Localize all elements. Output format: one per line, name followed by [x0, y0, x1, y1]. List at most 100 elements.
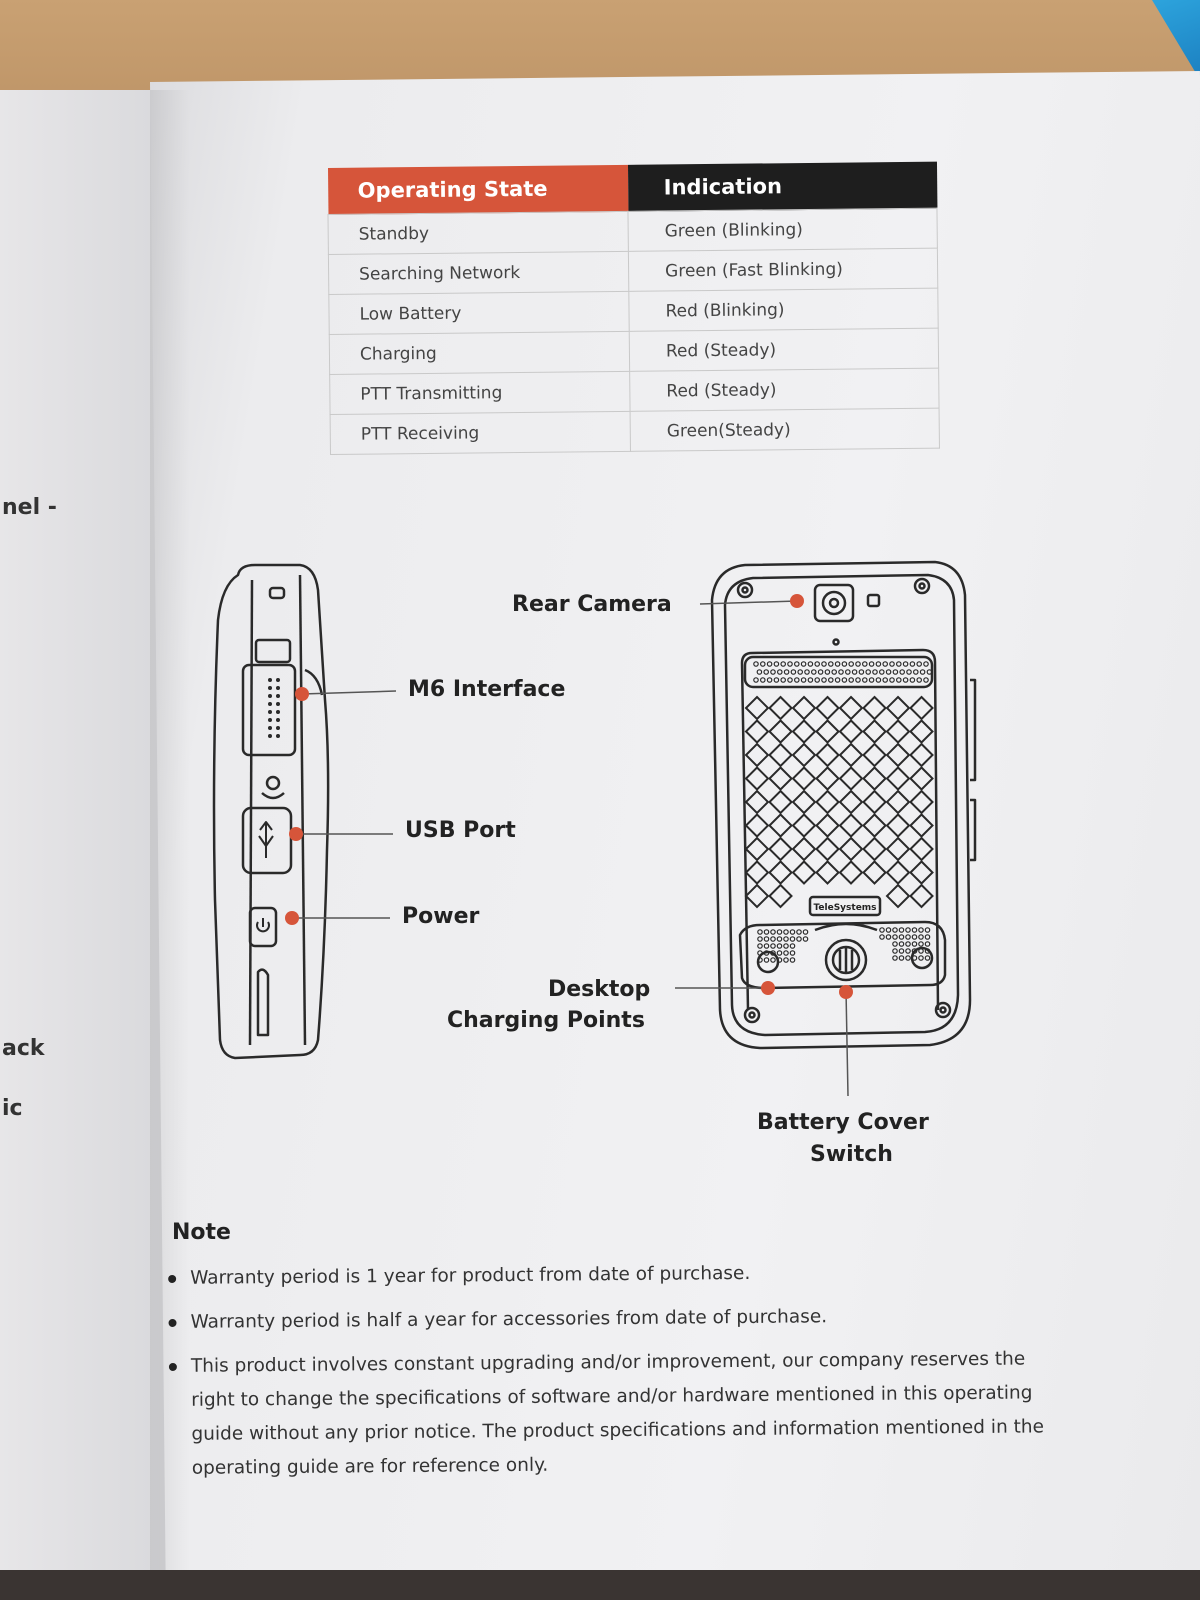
- speaker-hole: [918, 927, 924, 933]
- speaker-hole: [865, 669, 872, 675]
- speaker-hole: [776, 957, 783, 963]
- grip-diamond: [909, 813, 934, 838]
- grip-diamond: [862, 695, 887, 721]
- speaker-hole: [770, 943, 776, 949]
- speaker-hole: [831, 669, 838, 675]
- grip-diamond: [815, 836, 840, 862]
- speaker-hole: [918, 948, 924, 954]
- speaker-hole: [916, 677, 923, 683]
- grip-diamond: [909, 766, 934, 791]
- grip-diamond: [885, 766, 911, 791]
- speaker-hole: [905, 948, 911, 954]
- speaker-hole: [844, 669, 851, 675]
- speaker-hole: [892, 955, 898, 961]
- speaker-hole: [892, 927, 898, 933]
- speaker-hole: [807, 677, 814, 683]
- grip-diamond: [791, 695, 817, 721]
- note-title: Note: [172, 1220, 231, 1245]
- grip-diamond: [791, 860, 817, 885]
- label-power: Power: [402, 904, 480, 929]
- speaker-hole: [878, 669, 885, 675]
- grip-diamond: [791, 742, 817, 768]
- speaker-hole: [892, 669, 899, 675]
- speaker-hole: [776, 929, 783, 935]
- speaker-hole: [763, 957, 770, 963]
- speaker-hole: [789, 943, 796, 949]
- speaker-hole: [889, 677, 895, 683]
- speaker-hole: [807, 661, 814, 667]
- grip-diamond: [791, 789, 817, 815]
- speaker-hole: [800, 661, 807, 667]
- grip-diamond: [768, 789, 793, 815]
- grip-diamond: [744, 742, 770, 768]
- speaker-hole: [793, 661, 800, 667]
- diamond-grip-pattern: [744, 695, 934, 909]
- speaker-hole: [763, 669, 770, 675]
- grip-diamond: [768, 836, 793, 862]
- speaker-hole: [895, 661, 902, 667]
- speaker-grille: [753, 661, 933, 963]
- speaker-hole: [797, 669, 804, 675]
- grip-diamond: [768, 695, 793, 721]
- grip-diamond: [909, 695, 934, 721]
- speaker-hole: [923, 661, 929, 667]
- speaker-hole: [911, 955, 918, 961]
- speaker-hole: [759, 677, 766, 683]
- grip-diamond: [744, 695, 770, 721]
- grip-diamond: [815, 813, 840, 838]
- speaker-hole: [783, 929, 789, 935]
- speaker-hole: [879, 927, 885, 933]
- grip-diamond: [815, 860, 840, 885]
- speaker-hole: [753, 661, 759, 667]
- speaker-hole: [821, 661, 827, 667]
- speaker-hole: [898, 934, 905, 940]
- speaker-hole: [848, 677, 855, 683]
- speaker-hole: [923, 677, 929, 683]
- grip-diamond: [791, 836, 817, 862]
- speaker-hole: [821, 677, 827, 683]
- label-rear-camera: Rear Camera: [512, 592, 672, 617]
- speaker-hole: [796, 936, 802, 942]
- speaker-hole: [763, 950, 770, 956]
- speaker-hole: [861, 677, 868, 683]
- grip-diamond: [909, 836, 934, 862]
- speaker-hole: [909, 661, 916, 667]
- grip-diamond: [909, 742, 934, 768]
- speaker-hole: [770, 936, 776, 942]
- speaker-hole: [909, 677, 916, 683]
- grip-diamond: [885, 742, 911, 768]
- grip-diamond: [791, 719, 817, 744]
- speaker-hole: [783, 943, 789, 949]
- grip-diamond: [744, 719, 770, 744]
- speaker-hole: [814, 661, 821, 667]
- speaker-hole: [902, 661, 909, 667]
- speaker-hole: [851, 669, 858, 675]
- speaker-hole: [776, 950, 783, 956]
- grip-diamond: [744, 883, 770, 909]
- bullet-icon: [168, 1362, 177, 1371]
- callout-marker: [285, 911, 299, 925]
- speaker-hole: [899, 669, 906, 675]
- speaker-hole: [817, 669, 824, 675]
- desk-edge: [0, 1570, 1200, 1600]
- speaker-hole: [919, 669, 926, 675]
- speaker-hole: [780, 661, 787, 667]
- speaker-hole: [763, 929, 770, 935]
- left-page-fragment: nel -: [2, 495, 57, 520]
- left-page-fragment: ic: [2, 1096, 23, 1121]
- grip-diamond: [862, 789, 887, 815]
- speaker-hole: [757, 936, 763, 942]
- speaker-hole: [926, 669, 933, 675]
- grip-diamond: [768, 719, 793, 744]
- callout-marker: [289, 827, 303, 841]
- speaker-hole: [924, 948, 931, 954]
- speaker-hole: [802, 936, 809, 942]
- speaker-hole: [911, 934, 918, 940]
- speaker-hole: [918, 941, 924, 947]
- speaker-hole: [796, 929, 802, 935]
- speaker-hole: [838, 669, 844, 675]
- speaker-hole: [885, 927, 892, 933]
- speaker-hole: [770, 669, 776, 675]
- speaker-hole: [879, 934, 885, 940]
- grip-diamond: [768, 813, 793, 838]
